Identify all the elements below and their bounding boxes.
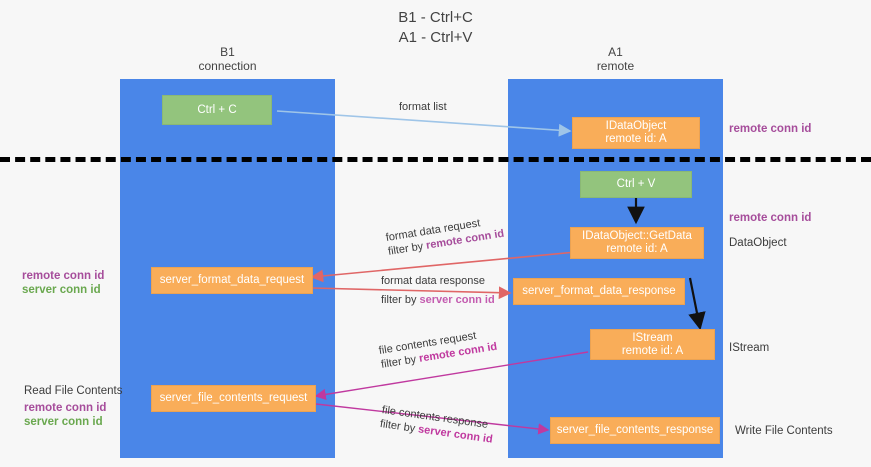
edge-file-contents-request [314, 351, 589, 400]
node-istream[interactable]: IStream remote id: A [590, 329, 715, 360]
annotation-dataobject-text: DataObject [729, 237, 787, 249]
edge-label-format-data-response: format data response filter by server co… [381, 274, 495, 307]
edge-label-format-list-line1: format list [399, 101, 447, 113]
annotation-left-conn-ids-bottom: remote conn id server conn id [24, 401, 106, 429]
annotation-left-remote-conn-id-mid: remote conn id [22, 270, 105, 282]
node-idataobject-subtitle: remote id: A [605, 133, 667, 145]
edge-format-data-request [310, 251, 577, 283]
edge-label-format-data-response-key: server conn id [419, 294, 495, 306]
edge-label-format-data-response-line2: filter by server conn id [381, 293, 495, 307]
annotation-write-file-contents-text: Write File Contents [735, 425, 833, 437]
annotation-left-conn-ids-mid: remote conn id server conn id [22, 269, 104, 297]
node-istream-label: IStream [632, 331, 673, 344]
node-idataobject[interactable]: IDataObject remote id: A [572, 117, 700, 149]
annotation-read-file-contents: Read File Contents [24, 384, 122, 398]
node-server-format-data-request-label: server_format_data_request [159, 274, 305, 286]
lane-header-b1-role: connection [198, 59, 257, 73]
annotation-write-file-contents: Write File Contents [735, 424, 833, 438]
annotation-remote-conn-id-top-text: remote conn id [729, 123, 812, 135]
node-idataobject-label: IDataObject [605, 120, 667, 132]
title-line-1: B1 - Ctrl+C [398, 9, 473, 26]
node-server-format-data-response[interactable]: server_format_data_response [513, 278, 685, 305]
annotation-istream: IStream [729, 341, 769, 355]
annotation-istream-text: IStream [729, 342, 770, 354]
node-ctrl-v[interactable]: Ctrl + V [580, 171, 692, 198]
lane-header-b1: B1 connection [120, 45, 335, 73]
annotation-remote-conn-id-mid-text: remote conn id [729, 212, 812, 224]
edge-format-list [276, 110, 572, 137]
edge-format-data-response [311, 286, 512, 300]
diagram-title: B1 - Ctrl+C A1 - Ctrl+V [0, 8, 871, 48]
edge-label-format-data-response-line1: format data response [381, 275, 485, 287]
annotation-left-server-conn-id-bottom: server conn id [24, 416, 103, 428]
lane-header-a1-role: remote [596, 59, 635, 73]
lane-header-a1: A1 remote [508, 45, 723, 73]
lane-header-a1-name: A1 [608, 45, 623, 59]
node-getdata-subtitle: remote id: A [606, 243, 668, 255]
annotation-read-file-contents-text: Read File Contents [24, 385, 123, 397]
node-server-format-data-request[interactable]: server_format_data_request [151, 267, 313, 294]
annotation-left-server-conn-id-mid: server conn id [22, 284, 101, 296]
node-getdata[interactable]: IDataObject::GetData remote id: A [570, 227, 704, 259]
node-server-format-data-response-label: server_format_data_response [522, 285, 676, 297]
node-server-file-contents-request-label: server_file_contents_request [159, 392, 308, 404]
node-server-file-contents-response-label: server_file_contents_response [556, 424, 714, 436]
edge-label-format-data-response-prefix: filter by [381, 294, 420, 306]
node-getdata-label: IDataObject::GetData [582, 230, 692, 242]
node-istream-subtitle: remote id: A [621, 344, 684, 357]
title-line-2: A1 - Ctrl+V [398, 29, 473, 46]
phase-separator [0, 157, 871, 162]
edge-response-to-istream [688, 277, 706, 331]
node-server-file-contents-request[interactable]: server_file_contents_request [151, 385, 316, 412]
node-ctrl-c-label: Ctrl + C [197, 103, 237, 116]
node-ctrl-v-label: Ctrl + V [616, 178, 656, 190]
annotation-remote-conn-id-top: remote conn id [729, 122, 811, 136]
edge-label-format-list: format list [399, 100, 447, 114]
edge-file-contents-response [315, 403, 550, 435]
annotation-left-remote-conn-id-bottom: remote conn id [24, 402, 107, 414]
lane-header-b1-name: B1 [220, 45, 235, 59]
node-ctrl-c[interactable]: Ctrl + C [162, 95, 272, 125]
annotation-remote-conn-id-mid: remote conn id [729, 211, 811, 225]
node-server-file-contents-response[interactable]: server_file_contents_response [550, 417, 720, 444]
annotation-dataobject: DataObject [729, 236, 787, 250]
